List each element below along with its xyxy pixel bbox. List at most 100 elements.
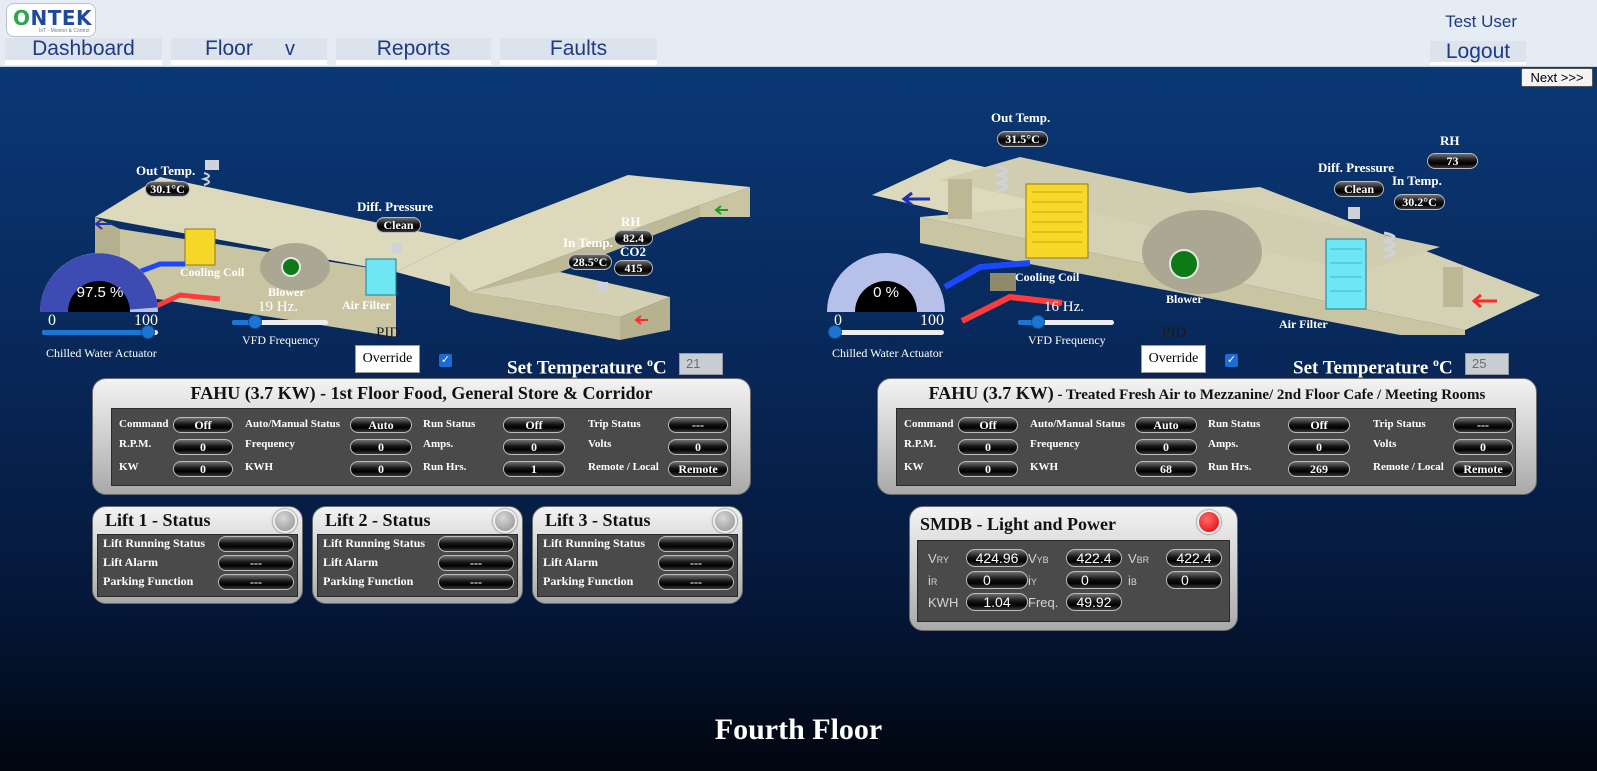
fahu2-trip-status-value: --- xyxy=(1453,417,1513,433)
left-vfd-slider[interactable] xyxy=(232,315,328,329)
fahu1-trip-status-value: --- xyxy=(668,417,728,433)
lift1-status-led xyxy=(273,509,297,533)
smdb-vry-label: VRY xyxy=(928,551,950,566)
lift3-status-led xyxy=(713,509,737,533)
left-override-button[interactable]: Override xyxy=(355,345,420,373)
lift1-panel: Lift 1 - Status Lift Running Status Lift… xyxy=(92,506,303,604)
left-pid-label: PID xyxy=(376,325,401,341)
fahu2-data-grid: Command R.P.M. KW Off 0 0 Auto/Manual St… xyxy=(896,408,1516,486)
fahu2-kwh-value: 68 xyxy=(1135,461,1197,477)
nav-floor-label: Floor xyxy=(205,37,253,60)
left-actuator-slider[interactable] xyxy=(42,325,158,339)
left-duct-lower-front xyxy=(450,272,620,340)
fahu1-rpm-value: 0 xyxy=(173,439,233,455)
lift2-alarm-label: Lift Alarm xyxy=(323,555,378,569)
smdb-kwh-label: KWH xyxy=(928,595,959,610)
logout-button[interactable]: Logout xyxy=(1430,41,1526,65)
left-vfd-slider-knob[interactable] xyxy=(247,315,262,329)
fahu2-command-value: Off xyxy=(958,417,1018,433)
chevron-down-icon: v xyxy=(285,38,295,60)
fahu1-trip-status-label: Trip Status xyxy=(588,418,641,430)
fahu2-frequency-value: 0 xyxy=(1135,439,1197,455)
left-set-temperature-input[interactable]: 21 xyxy=(679,353,723,375)
smdb-kwh-value: 1.04 xyxy=(966,593,1028,611)
right-override-button[interactable]: Override xyxy=(1141,345,1206,373)
nav-dashboard[interactable]: Dashboard xyxy=(5,38,162,65)
page-title: Fourth Floor xyxy=(714,713,883,746)
left-blower-led xyxy=(281,257,301,277)
lift1-running-label: Lift Running Status xyxy=(103,536,206,550)
smdb-iy-value: 0 xyxy=(1066,571,1122,589)
right-actuator-slider[interactable] xyxy=(828,325,944,339)
lift1-data-grid: Lift Running Status Lift Alarm Parking F… xyxy=(97,534,298,597)
right-cooling-coil-label: Cooling Coil xyxy=(1015,270,1080,284)
nav-reports[interactable]: Reports xyxy=(336,38,491,65)
fahu2-remote-local-value: Remote xyxy=(1453,461,1513,477)
left-diff-pressure-label: Diff. Pressure xyxy=(357,199,434,214)
left-co2-value: 415 xyxy=(614,260,653,276)
next-page-button[interactable]: Next >>> xyxy=(1521,68,1593,87)
right-override-checkbox[interactable]: ✓ xyxy=(1225,354,1238,367)
left-out-temp-sensor xyxy=(205,160,219,170)
fahu1-amps-label: Amps. xyxy=(423,438,454,450)
right-pid-label: PID xyxy=(1162,325,1187,341)
left-out-temp-coil xyxy=(200,172,210,186)
right-actuator-max: 100 xyxy=(920,312,944,329)
lift1-running-value xyxy=(218,536,294,552)
fahu2-run-status-label: Run Status xyxy=(1208,418,1261,430)
lift1-parking-value: --- xyxy=(218,574,294,590)
lift1-parking-label: Parking Function xyxy=(103,574,194,588)
dashboard-canvas: Next >>> Ou xyxy=(0,67,1597,771)
lift3-alarm-label: Lift Alarm xyxy=(543,555,598,569)
fahu1-kw-value: 0 xyxy=(173,461,233,477)
right-coil-fins xyxy=(1032,191,1082,243)
lift1-alarm-label: Lift Alarm xyxy=(103,555,158,569)
right-vfd-label: VFD Frequency xyxy=(1028,333,1106,347)
smdb-data-grid: VRY 424.96 VYB 422.4 VBR 422.4 iR 0 iY 0… xyxy=(917,540,1230,622)
nav-faults[interactable]: Faults xyxy=(500,38,657,65)
smdb-status-led xyxy=(1197,510,1221,534)
fahu1-auto-manual-label: Auto/Manual Status xyxy=(245,418,341,430)
left-flow-arrow-in-bottom xyxy=(634,315,648,325)
fahu1-kwh-value: 0 xyxy=(350,461,412,477)
fahu2-panel: FAHU (3.7 KW) - Treated Fresh Air to Mez… xyxy=(877,378,1537,495)
smdb-ir-label: iR xyxy=(928,573,938,588)
smdb-ir-value: 0 xyxy=(966,571,1028,589)
fahu2-remote-local-label: Remote / Local xyxy=(1373,461,1444,473)
company-logo[interactable]: ONTEK IoT - Monitor & Control xyxy=(6,3,96,37)
right-actuator-slider-knob[interactable] xyxy=(828,325,842,339)
right-vfd-slider-knob[interactable] xyxy=(1031,315,1046,329)
right-set-temperature-input[interactable]: 25 xyxy=(1465,353,1509,375)
left-air-filter-label: Air Filter xyxy=(342,298,391,312)
left-rh-value: 82.4 xyxy=(614,230,653,246)
nav-floor[interactable]: Floor v xyxy=(171,38,327,65)
left-duct-upper-top xyxy=(396,175,750,292)
right-set-temperature-label: Set Temperature oC xyxy=(1293,355,1453,379)
logo-subtitle: IoT - Monitor & Control xyxy=(39,28,90,34)
right-vfd-slider[interactable] xyxy=(1018,315,1114,329)
left-actuator-value: 97.5 % xyxy=(76,284,124,301)
fahu1-frequency-value: 0 xyxy=(350,439,412,455)
fahu1-remote-local-value: Remote xyxy=(668,461,728,477)
left-actuator-label: Chilled Water Actuator xyxy=(46,346,157,360)
left-out-temp-label: Out Temp. xyxy=(136,163,196,178)
right-flow-arrow-in xyxy=(1471,293,1497,309)
lift2-alarm-value: --- xyxy=(438,555,514,571)
fahu2-frequency-label: Frequency xyxy=(1030,438,1080,450)
right-actuator-min: 0 xyxy=(834,312,842,329)
fahu2-run-status-value: Off xyxy=(1288,417,1350,433)
smdb-vry-value: 424.96 xyxy=(966,549,1028,567)
left-actuator-slider-knob[interactable] xyxy=(141,325,156,339)
right-actuator-value: 0 % xyxy=(873,284,899,301)
fahu1-command-value: Off xyxy=(173,417,233,433)
left-override-checkbox[interactable]: ✓ xyxy=(439,354,452,367)
right-out-temp-label: Out Temp. xyxy=(991,110,1051,125)
left-duct-lower-end xyxy=(620,297,670,340)
fahu1-remote-local-label: Remote / Local xyxy=(588,461,659,473)
fahu2-kwh-label: KWH xyxy=(1030,461,1059,473)
smdb-vyb-value: 422.4 xyxy=(1066,549,1122,567)
left-cooling-coil-label: Cooling Coil xyxy=(180,265,245,279)
fahu2-kw-value: 0 xyxy=(958,461,1018,477)
fahu1-frequency-label: Frequency xyxy=(245,438,295,450)
left-duct-top xyxy=(95,177,460,272)
